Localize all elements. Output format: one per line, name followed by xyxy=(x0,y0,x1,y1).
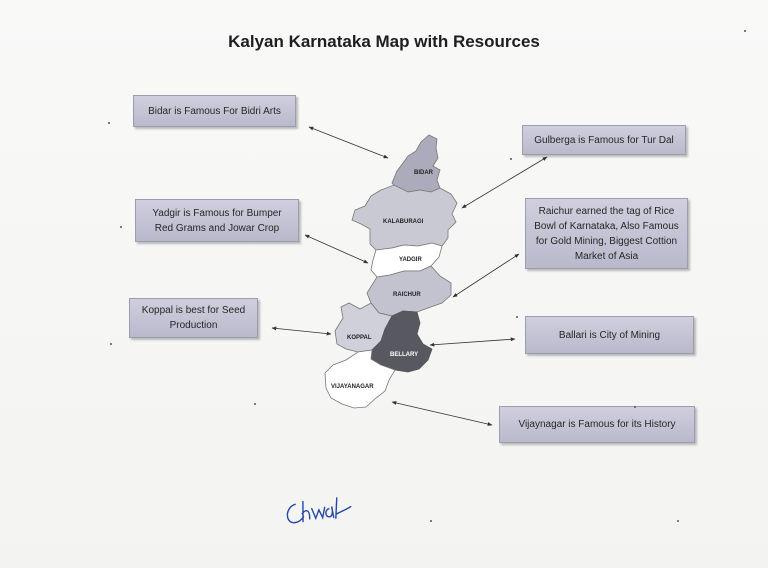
speck xyxy=(120,226,122,228)
region-label-vijayanagar: VIJAYANAGAR xyxy=(331,384,374,390)
region-vijayanagar[interactable]: VIJAYANAGAR xyxy=(324,349,396,409)
arrow-vijaynagar xyxy=(391,401,493,426)
arrow-yadgir xyxy=(304,234,369,264)
callout-gulberga: Gulberga is Famous for Tur Dal xyxy=(522,125,686,155)
speck xyxy=(634,406,636,408)
page-title: Kalyan Karnataka Map with Resources xyxy=(228,32,540,51)
speck xyxy=(108,122,110,124)
region-label-kalaburagi: KALABURAGI xyxy=(383,219,424,225)
region-vijayanagar-shape xyxy=(324,349,396,409)
speck xyxy=(510,158,512,160)
speck xyxy=(430,520,432,522)
arrow-raichur xyxy=(452,253,520,298)
arrow-koppal xyxy=(271,326,332,336)
speck xyxy=(516,316,518,318)
region-label-ballary: BELLARY xyxy=(390,352,418,358)
callout-yadgir: Yadgir is Famous for Bumper Red Grams an… xyxy=(135,199,299,242)
region-bidar-shape xyxy=(391,134,441,193)
region-kalaburagi-shape xyxy=(351,184,458,251)
region-ballary-shape xyxy=(370,310,433,373)
callout-bidar: Bidar is Famous For Bidri Arts xyxy=(133,95,296,127)
callout-raichur: Raichur earned the tag of Rice Bowl of K… xyxy=(525,198,688,269)
speck xyxy=(677,520,679,522)
speck xyxy=(744,30,746,32)
callout-ballari: Ballari is City of Mining xyxy=(525,316,694,354)
region-label-raichur: RAICHUR xyxy=(393,292,421,298)
region-label-bidar: BIDAR xyxy=(414,170,434,176)
region-label-yadgir: YADGIR xyxy=(399,257,422,263)
signature-mark xyxy=(286,497,352,524)
arrow-bidar xyxy=(308,126,389,159)
callout-koppal: Koppal is best for Seed Production xyxy=(129,298,258,338)
arrow-gulberga xyxy=(461,156,548,209)
speck xyxy=(110,343,112,345)
arrow-ballari xyxy=(429,337,516,347)
region-ballary[interactable]: BELLARY xyxy=(370,310,433,373)
speck xyxy=(254,403,256,405)
callout-vijaynagar: Vijaynagar is Famous for its History xyxy=(499,406,695,443)
region-kalaburagi[interactable]: KALABURAGI xyxy=(351,184,458,251)
region-bidar[interactable]: BIDAR xyxy=(391,134,441,193)
region-label-koppal: KOPPAL xyxy=(347,335,372,341)
